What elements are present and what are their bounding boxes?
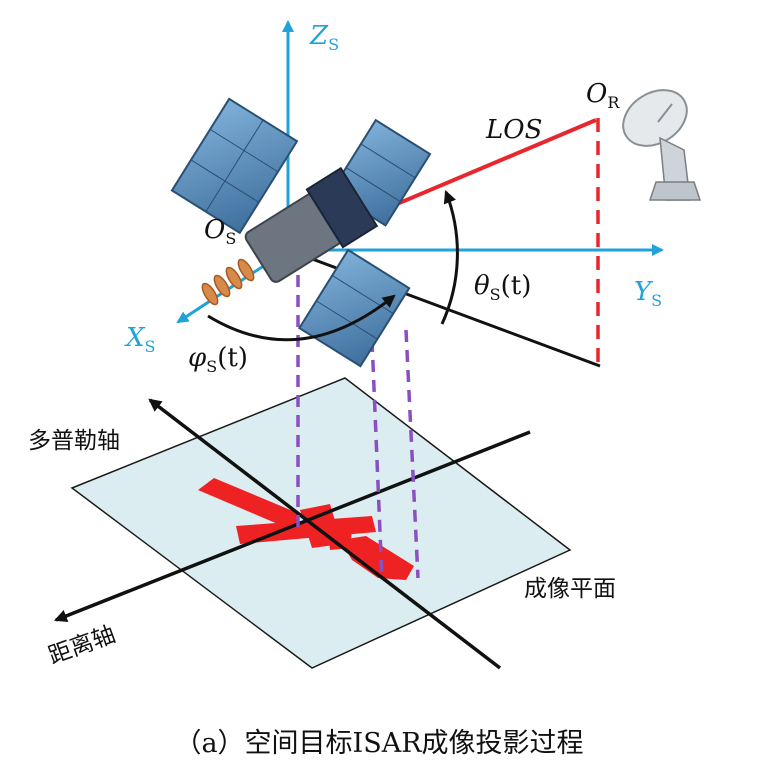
projection-lines <box>296 275 420 581</box>
phi-label: φS(t) <box>188 343 248 376</box>
theta-arc <box>440 189 459 325</box>
los-label: LOS <box>485 115 542 145</box>
satellite-icon <box>170 97 432 368</box>
phi-arc <box>207 294 396 342</box>
radar-label: OR <box>586 79 620 112</box>
figure-caption: （a）空间目标ISAR成像投影过程 <box>174 728 583 759</box>
theta-label: θS(t) <box>474 271 531 304</box>
z-axis-label: ZS <box>309 21 339 54</box>
doppler-axis <box>148 398 502 670</box>
y-axis-label: YS <box>634 277 662 310</box>
radar-dish-icon <box>622 89 702 201</box>
range-axis-label: 距离轴 <box>45 622 119 670</box>
doppler-axis-label: 多普勒轴 <box>28 428 120 454</box>
origin-label: OS <box>204 215 236 248</box>
range-axis <box>53 430 531 623</box>
x-axis-label: XS <box>124 323 155 356</box>
imaging-plane-label: 成像平面 <box>524 576 616 602</box>
